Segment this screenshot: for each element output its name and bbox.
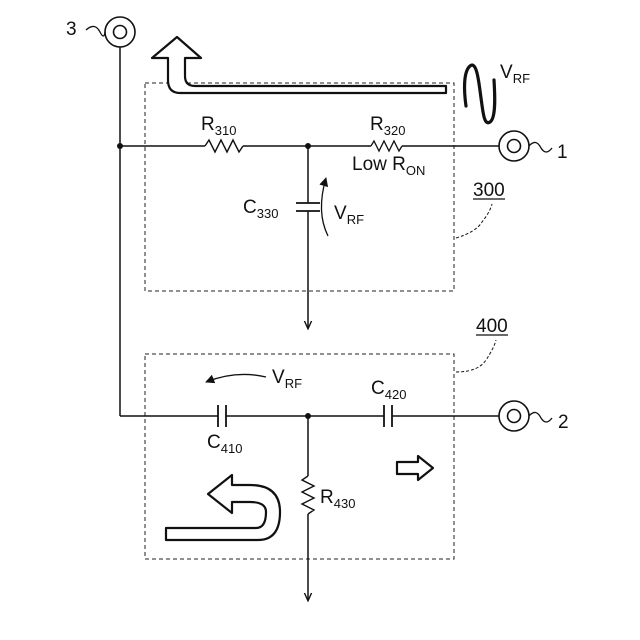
port-3-label: 3 xyxy=(66,19,77,40)
resistor-r320 xyxy=(371,141,402,151)
resistor-r430 xyxy=(302,476,314,514)
block-300-outline xyxy=(145,83,454,291)
port-1-label: 1 xyxy=(557,142,568,163)
signal-flow-small-arrow xyxy=(397,456,433,480)
resistor-r310 xyxy=(205,140,243,152)
label-vrf-c410: VRF xyxy=(272,367,302,391)
label-c420: C420 xyxy=(371,378,406,402)
port-1-terminal xyxy=(499,131,552,161)
label-vrf-c330: VRF xyxy=(334,203,364,227)
leader-400 xyxy=(456,340,496,372)
label-r430: R430 xyxy=(320,487,355,511)
signal-flow-arrow-top xyxy=(152,37,446,93)
vrf-curved-arrow-c330 xyxy=(321,178,328,236)
leader-300 xyxy=(456,204,492,238)
label-r320: R320 xyxy=(370,114,405,138)
port-3-terminal xyxy=(86,17,135,47)
port-2-label: 2 xyxy=(558,412,569,433)
rf-sine-wave xyxy=(465,65,495,123)
label-vrf-top: VRF xyxy=(500,62,530,86)
vrf-curved-arrow-c410 xyxy=(206,374,266,382)
label-c410: C410 xyxy=(207,432,242,456)
block-400-label: 400 xyxy=(476,316,508,337)
block-300-label: 300 xyxy=(473,180,505,201)
label-c330: C330 xyxy=(243,197,278,221)
port-2-terminal xyxy=(499,401,552,431)
label-low-ron: Low RON xyxy=(352,154,425,178)
signal-flow-uturn-arrow xyxy=(166,475,280,540)
label-r310: R310 xyxy=(201,114,236,138)
